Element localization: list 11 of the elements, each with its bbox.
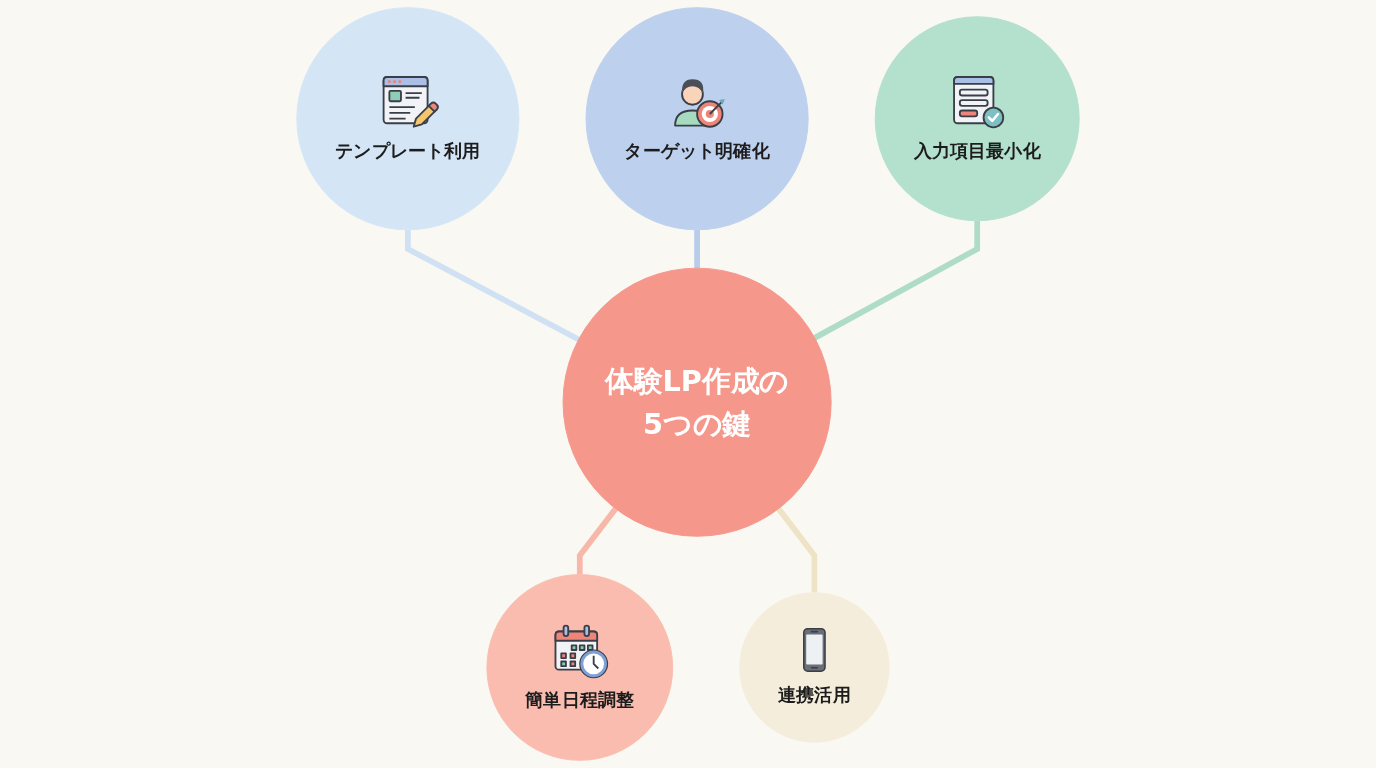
connector: [405, 229, 580, 342]
connector: [813, 220, 981, 341]
connector: [576, 506, 618, 575]
node-circle: 簡単日程調整: [486, 574, 674, 761]
connector: [694, 229, 700, 269]
node-circle: 入力項目最小化: [874, 16, 1080, 222]
node-circle: ターゲット明確化: [585, 7, 809, 231]
node-circle: 連携活用: [739, 592, 890, 743]
node-circle: テンプレート利用: [296, 7, 520, 231]
node-circle: 体験LP作成の5つの鍵: [562, 267, 832, 537]
connector: [776, 506, 818, 593]
